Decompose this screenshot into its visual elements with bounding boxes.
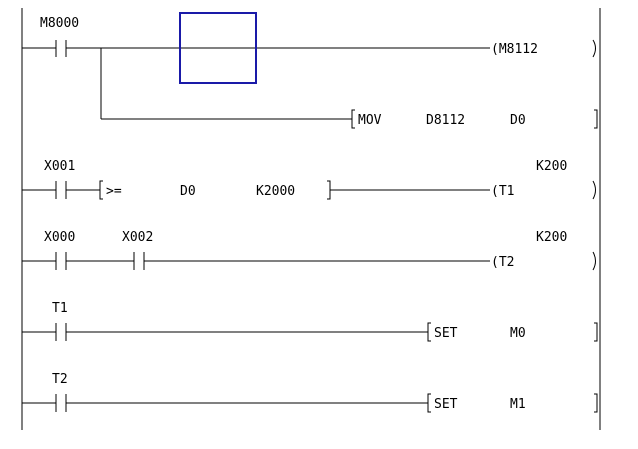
compare-op: >= xyxy=(106,184,122,199)
coil-close-bracket xyxy=(592,251,596,271)
coil-m8112[interactable]: (M8112 xyxy=(491,39,596,58)
contact-label-m8000: M8000 xyxy=(40,16,79,31)
compare-open-bracket xyxy=(99,180,103,200)
instruction-arg-m1: M1 xyxy=(510,397,526,412)
instruction-close-bracket xyxy=(594,393,598,413)
coil-t2[interactable]: K200 (T2 xyxy=(491,230,596,271)
set-instruction-m0[interactable]: SET M0 xyxy=(427,322,598,342)
instruction-close-bracket xyxy=(594,322,598,342)
no-contact-icon[interactable] xyxy=(55,394,67,412)
mov-instruction[interactable]: MOV D8112 D0 xyxy=(351,109,598,129)
instruction-open-bracket xyxy=(351,109,355,129)
rung-5[interactable]: T2 SET M1 xyxy=(22,372,598,413)
instruction-open-bracket xyxy=(427,393,431,413)
contact-label-x000: X000 xyxy=(44,230,75,245)
rung-2[interactable]: X001 >= D0 K2000 K200 (T1 xyxy=(22,159,596,200)
instruction-op-set: SET xyxy=(434,397,458,412)
instruction-op-set: SET xyxy=(434,326,458,341)
instruction-arg-m0: M0 xyxy=(510,326,526,341)
contact-label-t1: T1 xyxy=(52,301,68,316)
compare-close-bracket xyxy=(327,180,331,200)
instruction-close-bracket xyxy=(594,109,598,129)
coil-close-bracket xyxy=(592,39,596,58)
set-instruction-m1[interactable]: SET M1 xyxy=(427,393,598,413)
coil-close-bracket xyxy=(592,180,596,200)
instruction-arg-d0: D0 xyxy=(510,113,526,128)
coil-t1[interactable]: K200 (T1 xyxy=(491,159,596,200)
rung-4[interactable]: T1 SET M0 xyxy=(22,301,598,342)
instruction-open-bracket xyxy=(427,322,431,342)
instruction-op-mov: MOV xyxy=(358,113,382,128)
rung-1[interactable]: M8000 (M8112 MOV D8112 D0 xyxy=(22,12,598,129)
contact-label-x001: X001 xyxy=(44,159,75,174)
compare-arg-k2000: K2000 xyxy=(256,184,295,199)
timer-preset-k200: K200 xyxy=(536,159,567,174)
selection-cursor[interactable] xyxy=(179,12,257,84)
contact-label-t2: T2 xyxy=(52,372,68,387)
compare-arg-d0: D0 xyxy=(180,184,196,199)
contact-label-x002: X002 xyxy=(122,230,153,245)
compare-instruction[interactable]: >= D0 K2000 xyxy=(99,180,331,200)
no-contact-icon[interactable] xyxy=(133,252,145,270)
instruction-arg-d8112: D8112 xyxy=(426,113,465,128)
timer-preset-k200: K200 xyxy=(536,230,567,245)
coil-label-m8112: (M8112 xyxy=(491,42,538,57)
no-contact-icon[interactable] xyxy=(55,40,67,57)
no-contact-icon[interactable] xyxy=(55,252,67,270)
coil-label-t2: (T2 xyxy=(491,255,514,270)
no-contact-icon[interactable] xyxy=(55,181,67,199)
no-contact-icon[interactable] xyxy=(55,323,67,341)
rung-3[interactable]: X000 X002 K200 (T2 xyxy=(22,230,596,271)
coil-label-t1: (T1 xyxy=(491,184,514,199)
